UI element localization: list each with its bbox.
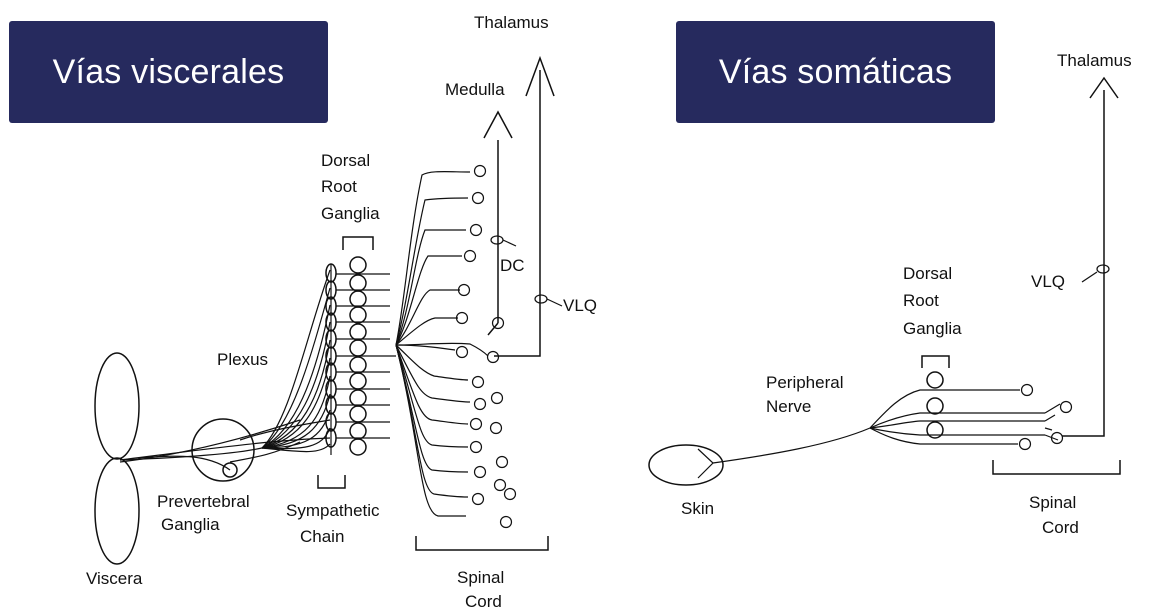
visceral-drg-label-2: Root (321, 177, 357, 196)
somatic-drg-label-3: Ganglia (903, 319, 962, 338)
peripheral-nerve-label-2: Nerve (766, 397, 811, 416)
sympathetic-chain-bracket (318, 475, 345, 488)
plexus-label: Plexus (217, 350, 268, 369)
somatic-spinal-neurons (1020, 385, 1072, 450)
somatic-afferent-fibers (870, 390, 1060, 444)
visceral-afferent-fibers (120, 270, 330, 470)
visceral-thalamus-label: Thalamus (474, 13, 549, 32)
visceral-vlq-label: VLQ (563, 296, 597, 315)
sympathetic-chain-label-2: Chain (300, 527, 344, 546)
visceral-vlq-tract (494, 58, 562, 356)
somatic-spinal-cord-label-1: Spinal (1029, 493, 1076, 512)
somatic-spinal-cord-bracket (993, 460, 1120, 474)
somatic-thalamus-label: Thalamus (1057, 51, 1132, 70)
somatic-spinal-cord-label-2: Cord (1042, 518, 1079, 537)
visceral-pathway-diagram: Thalamus Medulla Dorsal Root Ganglia DC … (86, 13, 597, 611)
somatic-vlq-tract (1062, 78, 1118, 436)
skin-receptor (649, 445, 723, 485)
somatic-pathway-diagram: Thalamus VLQ Dorsal Root Ganglia Periphe… (649, 51, 1132, 537)
visceral-drg-bracket (343, 237, 373, 250)
visceral-spinal-entry-fibers (396, 172, 488, 516)
somatic-drg-label-2: Root (903, 291, 939, 310)
peripheral-nerve-label-1: Peripheral (766, 373, 844, 392)
medulla-label: Medulla (445, 80, 505, 99)
somatic-vlq-label: VLQ (1031, 272, 1065, 291)
dorsal-column-tract (484, 112, 516, 335)
prevertebral-ganglia-label-2: Ganglia (161, 515, 220, 534)
visceral-spinal-neurons (457, 166, 516, 528)
sympathetic-chain-label-1: Sympathetic (286, 501, 380, 520)
visceral-dorsal-root-ganglia (336, 257, 396, 455)
skin-label: Skin (681, 499, 714, 518)
dc-label: DC (500, 256, 525, 275)
viscera-label: Viscera (86, 569, 143, 588)
somatic-drg-label-1: Dorsal (903, 264, 952, 283)
somatic-dorsal-root-ganglia (922, 356, 949, 438)
visceral-drg-label-3: Ganglia (321, 204, 380, 223)
visceral-spinal-cord-label-1: Spinal (457, 568, 504, 587)
visceral-spinal-cord-label-2: Cord (465, 592, 502, 611)
sympathetic-chain-ganglia (326, 264, 336, 455)
visceral-spinal-cord-bracket (416, 536, 548, 550)
prevertebral-ganglia-label-1: Prevertebral (157, 492, 250, 511)
visceral-drg-label-1: Dorsal (321, 151, 370, 170)
peripheral-nerve (713, 428, 870, 463)
